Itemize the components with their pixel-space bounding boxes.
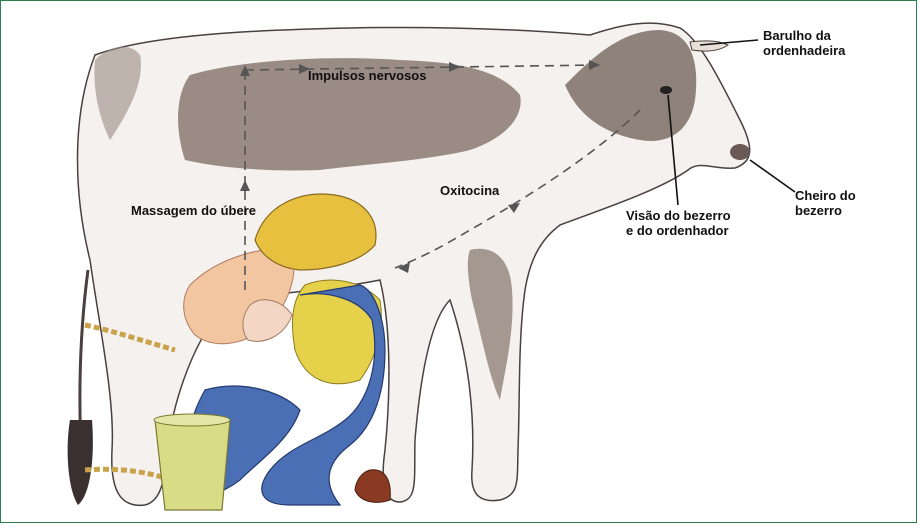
label-milker-noise-line1: Barulho da (763, 28, 845, 43)
label-nerve-impulses: Impulsos nervosos (308, 68, 426, 83)
label-sight-line2: e do ordenhador (626, 223, 731, 238)
pointer-smell (750, 160, 795, 192)
label-sight: Visão do bezerro e do ordenhador (626, 208, 731, 238)
label-calf-smell-line1: Cheiro do (795, 188, 856, 203)
label-milker-noise: Barulho da ordenhadeira (763, 28, 845, 58)
label-oxytocin: Oxitocina (440, 183, 499, 198)
boy-arms (243, 300, 292, 341)
label-sight-line1: Visão do bezerro (626, 208, 731, 223)
label-udder-massage: Massagem do úbere (131, 203, 256, 218)
bucket (155, 420, 230, 510)
boy-boot (355, 470, 390, 503)
label-milker-noise-line2: ordenhadeira (763, 43, 845, 58)
cow-tail-tuft (68, 420, 93, 505)
label-calf-smell-line2: bezerro (795, 203, 856, 218)
cow-eye (660, 86, 672, 94)
cow-nose (730, 144, 750, 160)
bucket-illustration (154, 414, 230, 510)
bucket-rim (154, 414, 230, 426)
label-calf-smell: Cheiro do bezerro (795, 188, 856, 218)
